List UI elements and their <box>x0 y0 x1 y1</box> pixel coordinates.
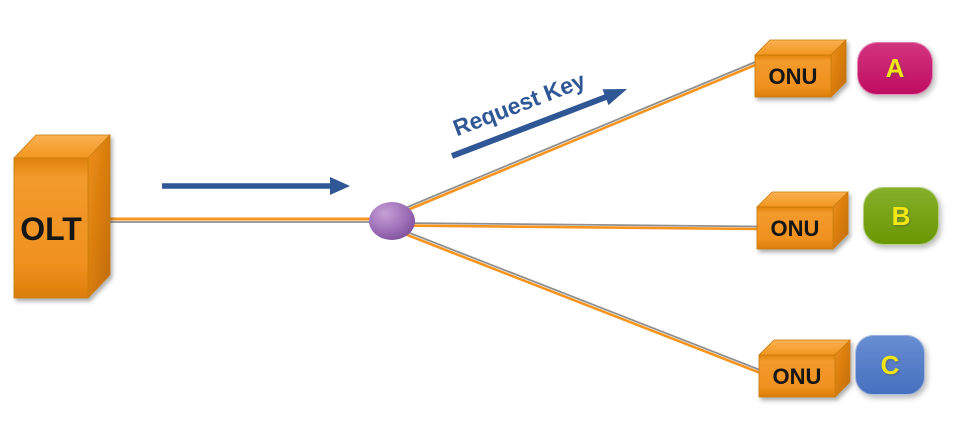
fiber-branch-c <box>395 227 765 376</box>
fiber-branch-a <box>397 59 761 216</box>
onu-box-b: ONU <box>756 191 849 250</box>
onu-box-c: ONU <box>758 339 851 398</box>
onu-tag-a: A <box>857 42 933 95</box>
onu-b-label: ONU <box>771 216 820 241</box>
request-key-arrow-icon <box>450 89 627 159</box>
olt-box: OLT <box>13 134 111 299</box>
onu-tag-c: C <box>855 335 925 395</box>
fiber-main-line <box>95 217 383 223</box>
onu-c-label: ONU <box>773 364 822 389</box>
optical-splitter-icon <box>369 202 415 240</box>
olt-label: OLT <box>20 211 82 247</box>
downstream-arrow-icon <box>162 177 350 195</box>
onu-tag-b: B <box>863 187 939 245</box>
onu-a-label: ONU <box>769 64 818 89</box>
onu-box-a: ONU <box>754 39 847 98</box>
fiber-branch-b <box>404 222 761 231</box>
